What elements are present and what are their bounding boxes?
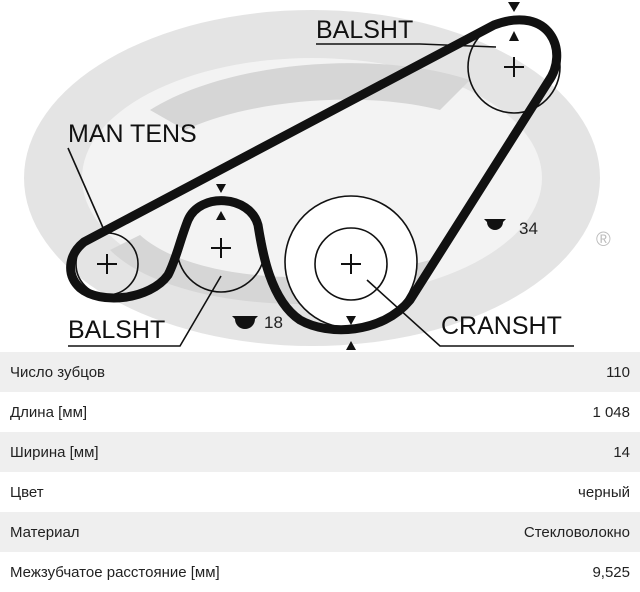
spec-row-color: Цвет черный [0, 472, 640, 512]
timing-mark-top-outer [508, 2, 520, 12]
spec-label: Материал [10, 523, 80, 541]
spec-value: 110 [606, 363, 630, 381]
tooth-marker-lower [232, 316, 258, 329]
spec-value: 9,525 [592, 563, 630, 581]
timing-belt-diagram: ® BALSHT MAN TENS B [24, 2, 611, 350]
spec-table: Число зубцов 110 Длина [мм] 1 048 Ширина… [0, 352, 640, 592]
timing-mark-top-inner [509, 31, 519, 41]
crankshaft-pulley-inner [314, 227, 388, 301]
label-balsht-bottom: BALSHT [68, 316, 165, 344]
timing-belt [66, 15, 562, 335]
spec-value: 1 048 [592, 403, 630, 421]
label-cranksht: CRANSHT [441, 312, 562, 340]
label-balsht-top: BALSHT [316, 16, 413, 44]
registered-mark: ® [596, 229, 611, 251]
spec-label: Межзубчатое расстояние [мм] [10, 563, 220, 581]
spec-row-pitch: Межзубчатое расстояние [мм] 9,525 [0, 552, 640, 592]
spec-row-width: Ширина [мм] 14 [0, 432, 640, 472]
spec-label: Длина [мм] [10, 403, 88, 421]
spec-label: Цвет [10, 483, 44, 501]
spec-value: Стекловолокно [523, 523, 630, 541]
timing-mark-balsht-inner [216, 211, 226, 220]
spec-row-teeth: Число зубцов 110 [0, 352, 640, 392]
label-man-tens: MAN TENS [68, 120, 197, 148]
timing-mark-balsht-outer [216, 184, 226, 193]
spec-label: Ширина [мм] [10, 443, 99, 461]
timing-marks [216, 2, 520, 350]
tooth-count-upper: 34 [519, 219, 538, 238]
spec-value: 14 [613, 443, 630, 461]
spec-row-material: Материал Стекловолокно [0, 512, 640, 552]
timing-mark-crank-inner [346, 316, 356, 325]
leader-lines [67, 43, 574, 347]
tooth-marker-upper [484, 219, 506, 230]
spec-value: черный [578, 483, 630, 501]
tooth-count-lower: 18 [264, 313, 283, 332]
spec-row-length: Длина [мм] 1 048 [0, 392, 640, 432]
pulley-center-marks [97, 57, 524, 274]
spec-label: Число зубцов [10, 363, 106, 381]
timing-mark-crank-outer [346, 341, 356, 350]
